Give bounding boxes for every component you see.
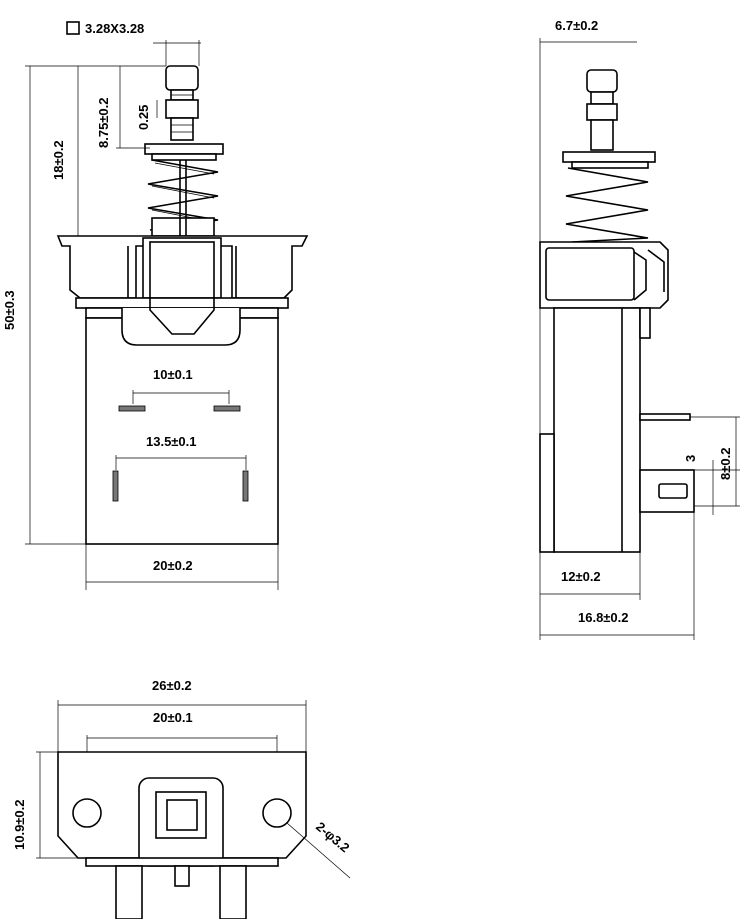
lower-pin-left	[112, 470, 119, 502]
shaft-size-label: 3.28X3.28	[85, 21, 144, 36]
lower-pin-spacing-label: 13.5±0.1	[146, 434, 197, 449]
bottom-view: 26±0.2 20±0.1 10.9±0.2 2-φ3.2	[12, 678, 353, 919]
flange-width-label: 26±0.2	[152, 678, 192, 693]
mount-hole-right	[262, 798, 292, 828]
shaft-offset-label: 0.25	[136, 105, 151, 130]
shaft-width-label: 6.7±0.2	[555, 18, 598, 33]
front-view: 3.28X3.28	[2, 21, 309, 590]
flange-height-label: 10.9±0.2	[12, 799, 27, 850]
body-width-label: 20±0.2	[153, 558, 193, 573]
terminal-height-label: 8±0.2	[718, 448, 733, 480]
mount-hole-left	[72, 798, 102, 828]
stroke-height-label: 8.75±0.2	[96, 97, 111, 148]
side-view: 6.7±0.2 3 8±0.2	[539, 18, 740, 640]
hole-diameter-label: 2-φ3.2	[313, 819, 352, 856]
lower-pin-right	[242, 470, 249, 502]
body-top-height-label: 18±0.2	[51, 140, 66, 180]
square-shaft-symbol	[66, 21, 80, 35]
overall-height-label: 50±0.3	[2, 290, 17, 330]
body-depth-label: 12±0.2	[561, 569, 601, 584]
terminal-offset-label: 3	[683, 455, 698, 462]
upper-pin-spacing-label: 10±0.1	[153, 367, 193, 382]
overall-depth-label: 16.8±0.2	[578, 610, 629, 625]
hole-spacing-label: 20±0.1	[153, 710, 193, 725]
upper-pin-right	[213, 405, 241, 412]
upper-pin-left	[118, 405, 146, 412]
